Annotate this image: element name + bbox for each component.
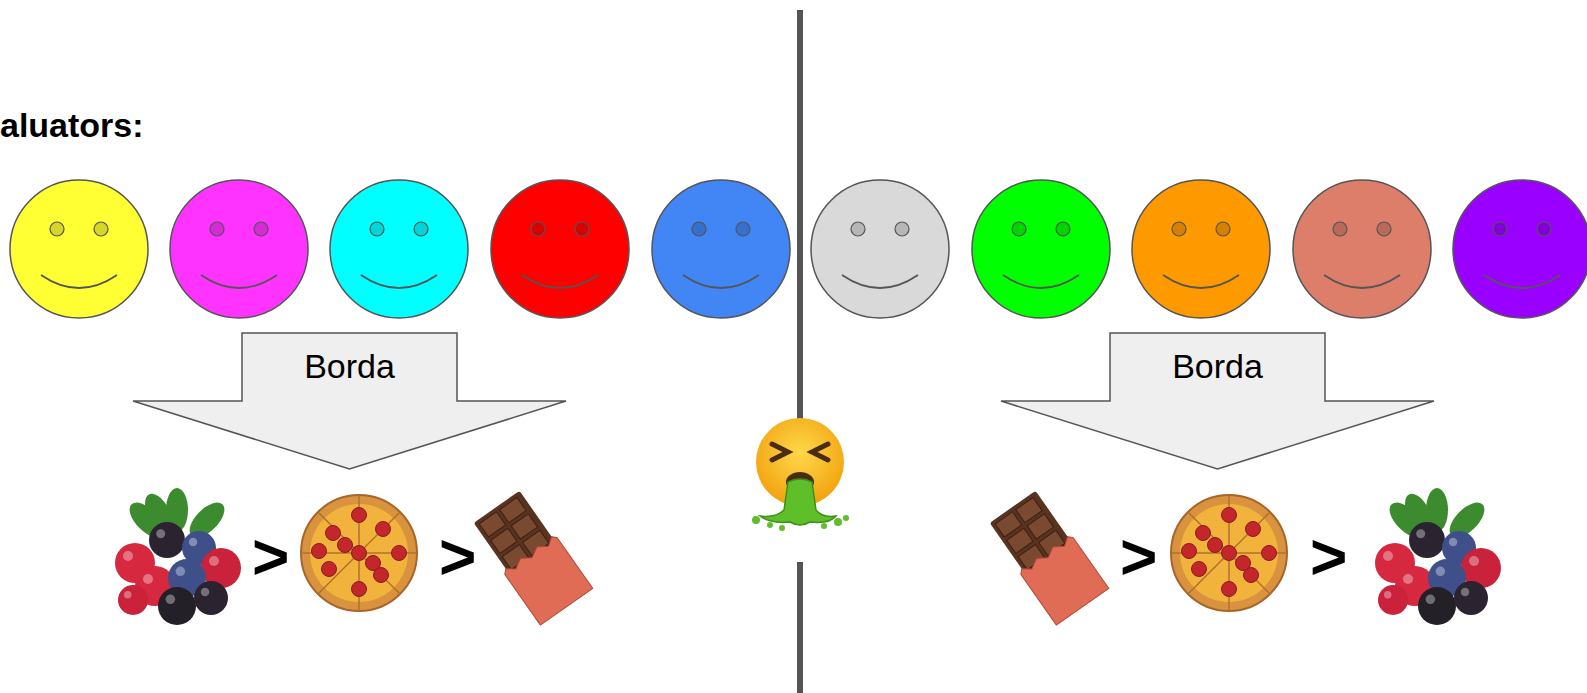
borda-arrow: Borda xyxy=(1000,332,1435,470)
ranking-symbol: > xyxy=(252,525,289,589)
evaluator-face xyxy=(1453,180,1587,318)
evaluator-face xyxy=(330,180,468,318)
chocolate-icon xyxy=(470,488,592,625)
vomit-emoji xyxy=(752,418,849,531)
borda-arrow: Borda xyxy=(132,332,567,470)
evaluator-face xyxy=(1293,180,1431,318)
ranking-symbol: > xyxy=(1310,525,1347,589)
heading-label: aluators: xyxy=(0,108,144,142)
method-label: Borda xyxy=(242,332,457,401)
divider-line xyxy=(797,562,803,693)
method-label: Borda xyxy=(1110,332,1325,401)
berries-icon xyxy=(1375,488,1501,625)
chocolate-icon xyxy=(986,488,1108,625)
evaluator-face xyxy=(972,180,1110,318)
ranking-symbol: > xyxy=(439,525,476,589)
pizza-icon xyxy=(1171,495,1287,611)
evaluator-face xyxy=(170,180,308,318)
evaluator-face xyxy=(811,180,949,318)
evaluator-face xyxy=(491,180,629,318)
evaluator-face xyxy=(10,180,148,318)
divider-line xyxy=(797,10,803,423)
pizza-icon xyxy=(301,495,417,611)
evaluator-face xyxy=(1132,180,1270,318)
ranking-symbol: > xyxy=(1120,525,1157,589)
evaluator-face xyxy=(652,180,790,318)
berries-icon xyxy=(115,488,241,625)
